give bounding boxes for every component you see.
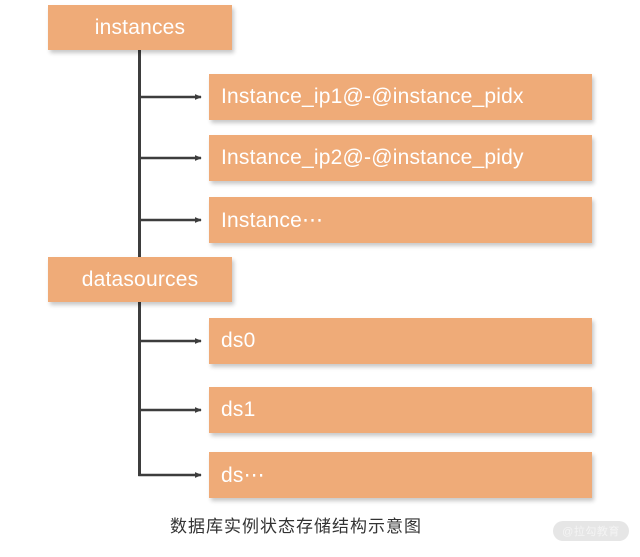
node-label: Instance_ip1@-@instance_pidx xyxy=(221,85,524,108)
node-instance-ellipsis[interactable]: Instance⋯ xyxy=(209,197,592,243)
instances-branch-arrows xyxy=(139,94,202,223)
node-instance-ip1[interactable]: Instance_ip1@-@instance_pidx xyxy=(209,74,592,120)
node-instances-root[interactable]: instances xyxy=(48,5,232,50)
node-ds-ellipsis[interactable]: ds⋯ xyxy=(209,452,592,498)
node-label: instances xyxy=(94,15,186,39)
diagram-caption: 数据库实例状态存储结构示意图 xyxy=(170,517,422,536)
node-label: ds1 xyxy=(221,398,256,421)
node-label: ds0 xyxy=(221,329,256,352)
node-ds0[interactable]: ds0 xyxy=(209,318,592,364)
node-label: Instance_ip2@-@instance_pidy xyxy=(221,146,524,169)
node-label: ds⋯ xyxy=(221,463,265,487)
node-instance-ip2[interactable]: Instance_ip2@-@instance_pidy xyxy=(209,135,592,181)
node-ds1[interactable]: ds1 xyxy=(209,387,592,433)
node-label: datasources xyxy=(81,267,199,291)
watermark-badge: @拉勾教育 xyxy=(553,521,629,541)
datasources-branch-arrows xyxy=(138,338,202,478)
node-datasources-root[interactable]: datasources xyxy=(48,257,232,302)
node-label: Instance⋯ xyxy=(221,208,324,232)
